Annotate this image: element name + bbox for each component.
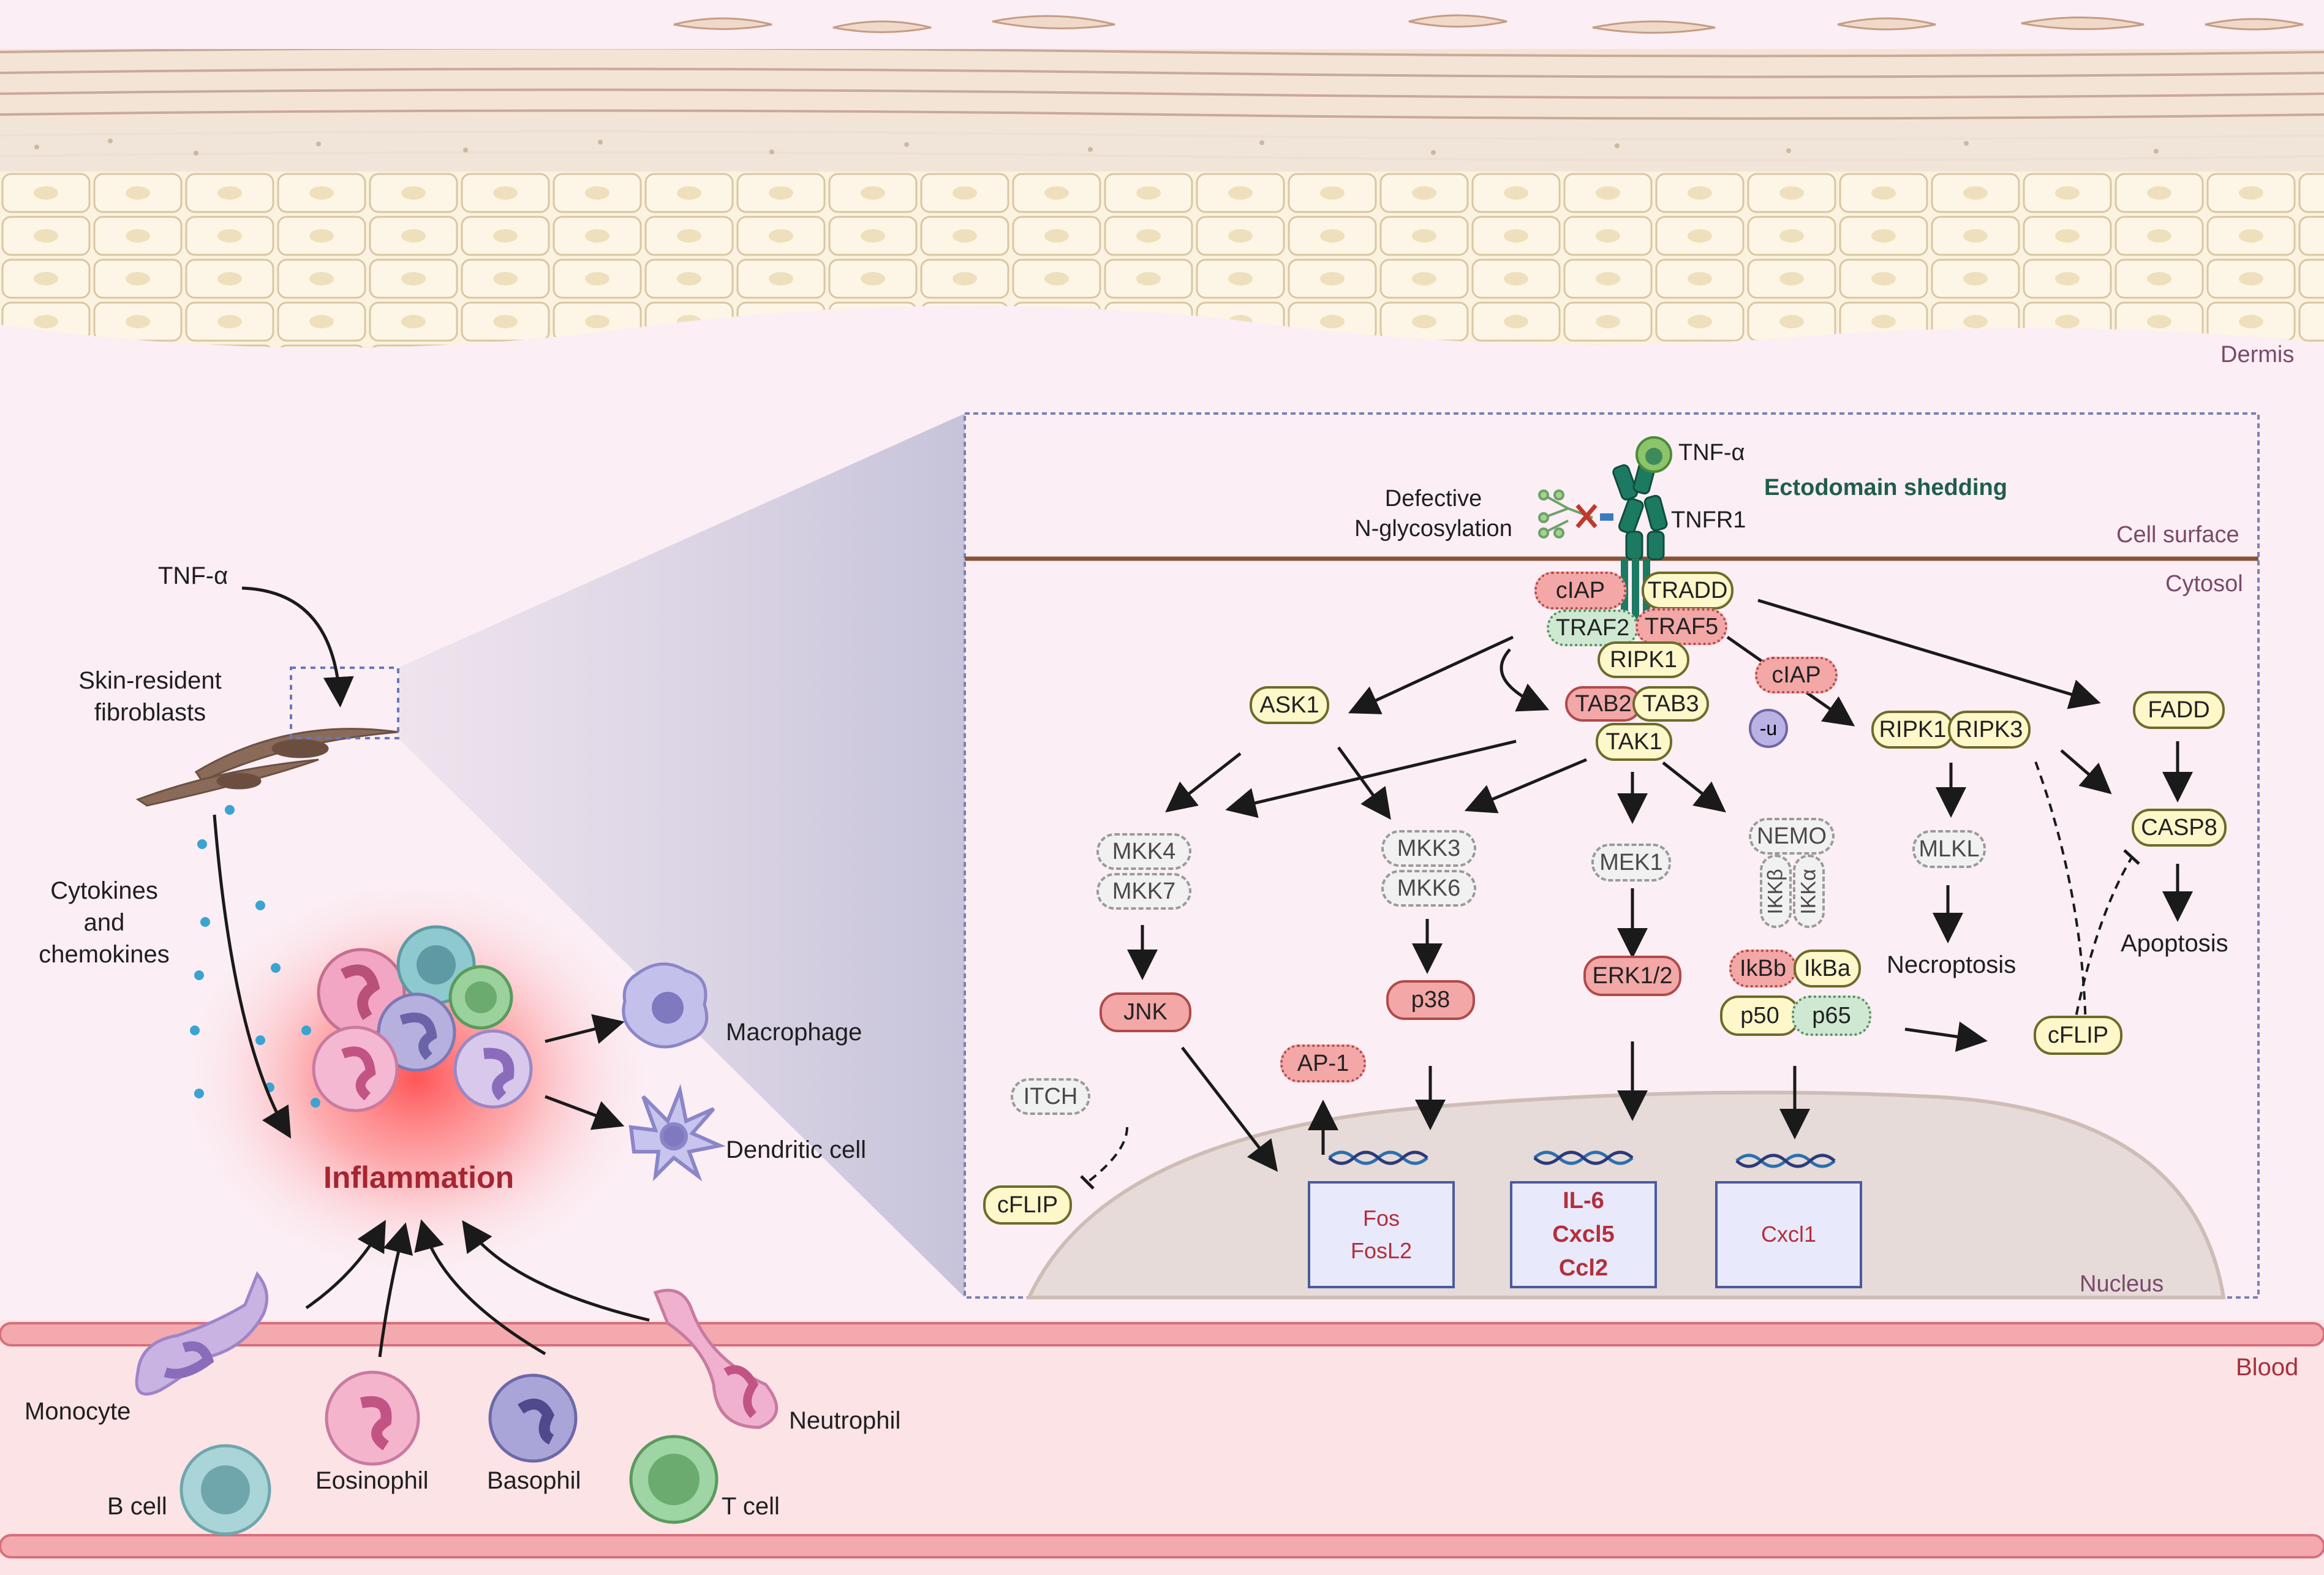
mkk3-node: MKK3 bbox=[1381, 830, 1476, 867]
fadd-node: FADD bbox=[2133, 691, 2225, 729]
mkk6-node: MKK6 bbox=[1381, 870, 1476, 907]
ripk1-node-1: RIPK1 bbox=[1598, 641, 1689, 678]
macrophage-label: Macrophage bbox=[726, 1019, 862, 1046]
fibroblasts-line2: fibroblasts bbox=[94, 699, 206, 726]
ectodomain-shedding-label: Ectodomain shedding bbox=[1764, 475, 2007, 500]
erk-node: ERK1/2 bbox=[1583, 956, 1681, 996]
cytokines-label: Cytokines and chemokines bbox=[31, 875, 178, 970]
blood-label: Blood bbox=[2236, 1354, 2299, 1381]
tradd-node: TRADD bbox=[1642, 572, 1734, 610]
gene-box-cxcl1: Cxcl1 bbox=[1715, 1181, 1862, 1288]
gene-ccl2: Ccl2 bbox=[1558, 1255, 1609, 1282]
defective-line2: N-glycosylation bbox=[1354, 516, 1512, 542]
gene-il6: IL-6 bbox=[1563, 1187, 1604, 1214]
ubiquitin-node: -u bbox=[1749, 709, 1788, 748]
cell-surface-label: Cell surface bbox=[2116, 522, 2239, 548]
epidermis bbox=[0, 14, 2324, 348]
defective-line1: Defective bbox=[1384, 486, 1482, 512]
blood-cells bbox=[135, 1271, 779, 1536]
p50-node: p50 bbox=[1720, 995, 1800, 1036]
surface-tnf-label: TNF-α bbox=[1678, 440, 1745, 466]
ikba-node: IkBa bbox=[1794, 950, 1861, 988]
ask1-node: ASK1 bbox=[1250, 686, 1329, 724]
pathway-arrows bbox=[1127, 599, 2193, 1172]
eosinophil-label: Eosinophil bbox=[315, 1467, 429, 1494]
ap1-node: AP-1 bbox=[1280, 1044, 1366, 1082]
traf5-node: TRAF5 bbox=[1635, 608, 1727, 645]
ikkb-node: IKKβ bbox=[1760, 855, 1792, 928]
tnf-alpha-label: TNF-α bbox=[158, 562, 228, 589]
ikbb-node: IkBb bbox=[1729, 950, 1797, 988]
macrophage-cell bbox=[622, 962, 709, 1049]
tnfr1-label: TNFR1 bbox=[1671, 507, 1746, 533]
gene-box-il6: IL-6 Cxcl5 Ccl2 bbox=[1510, 1181, 1657, 1288]
tak1-node: TAK1 bbox=[1596, 723, 1672, 761]
p38-node: p38 bbox=[1386, 980, 1475, 1020]
monocyte-label: Monocyte bbox=[25, 1398, 131, 1425]
mlkl-node: MLKL bbox=[1912, 830, 1986, 868]
mek1-node: MEK1 bbox=[1591, 844, 1671, 882]
itch-node: ITCH bbox=[1011, 1078, 1090, 1115]
cytokines-line1: Cytokines bbox=[50, 877, 158, 904]
tnfr1-receptor bbox=[1538, 436, 1672, 626]
gene-fosl2: FosL2 bbox=[1350, 1237, 1413, 1263]
tab3-node: TAB3 bbox=[1632, 686, 1709, 722]
ciap-node-2: cIAP bbox=[1755, 657, 1838, 693]
ciap-node-1: cIAP bbox=[1534, 572, 1626, 610]
fibroblasts-line1: Skin-resident bbox=[78, 667, 222, 694]
cflip-node-right: cFLIP bbox=[2034, 1016, 2122, 1055]
basophil-label: Basophil bbox=[487, 1467, 581, 1494]
cflip-node-left: cFLIP bbox=[983, 1185, 1072, 1225]
t-cell-label: T cell bbox=[722, 1493, 780, 1520]
dendritic-cell-label: Dendritic cell bbox=[726, 1136, 866, 1163]
apoptosis-label: Apoptosis bbox=[2121, 930, 2228, 957]
ikka-text: IKKα bbox=[1797, 868, 1820, 915]
cytosol-label: Cytosol bbox=[2165, 571, 2243, 597]
nemo-node: NEMO bbox=[1749, 818, 1835, 855]
cytokine-dots bbox=[190, 805, 320, 1108]
fibroblasts-label: Skin-resident fibroblasts bbox=[67, 665, 233, 728]
dendritic-cell-shape bbox=[628, 1084, 726, 1182]
gene-fos: Fos bbox=[1362, 1206, 1400, 1231]
zoom-cone bbox=[398, 414, 965, 1297]
jnk-node: JNK bbox=[1100, 992, 1191, 1032]
traf2-node: TRAF2 bbox=[1547, 610, 1639, 646]
ripk3-node: RIPK3 bbox=[1948, 711, 2031, 749]
casp8-node: CASP8 bbox=[2132, 809, 2227, 847]
p65-node: p65 bbox=[1792, 995, 1871, 1036]
b-cell-label: B cell bbox=[107, 1493, 167, 1520]
ikka-node: IKKα bbox=[1793, 855, 1825, 928]
zoom-box bbox=[290, 667, 399, 739]
inflammation-glow bbox=[178, 876, 655, 1280]
defective-glycosylation-label: Defective N-glycosylation bbox=[1335, 484, 1531, 545]
necroptosis-label: Necroptosis bbox=[1887, 951, 2017, 978]
dna-helices bbox=[1328, 1150, 1836, 1168]
ikkb-text: IKKβ bbox=[1764, 868, 1787, 915]
dermis-label: Dermis bbox=[2220, 342, 2295, 368]
inhibition-lines bbox=[1086, 756, 2133, 1184]
nucleus-label: Nucleus bbox=[2080, 1271, 2164, 1297]
ripk1-node-2: RIPK1 bbox=[1871, 711, 1954, 749]
left-arrows bbox=[213, 586, 650, 1358]
tab2-node: TAB2 bbox=[1565, 686, 1642, 722]
immune-cluster bbox=[312, 925, 533, 1112]
cytokines-line2: and bbox=[83, 909, 125, 936]
cytokines-line3: chemokines bbox=[39, 941, 170, 968]
inflammation-label: Inflammation bbox=[323, 1160, 515, 1195]
gene-cxcl1: Cxcl1 bbox=[1760, 1222, 1817, 1247]
gene-box-fos: Fos FosL2 bbox=[1308, 1181, 1455, 1288]
gene-cxcl5: Cxcl5 bbox=[1552, 1221, 1615, 1247]
neutrophil-label: Neutrophil bbox=[789, 1407, 901, 1434]
fibroblasts bbox=[135, 728, 399, 807]
mkk7-node: MKK7 bbox=[1096, 873, 1191, 910]
mkk4-node: MKK4 bbox=[1096, 833, 1191, 870]
